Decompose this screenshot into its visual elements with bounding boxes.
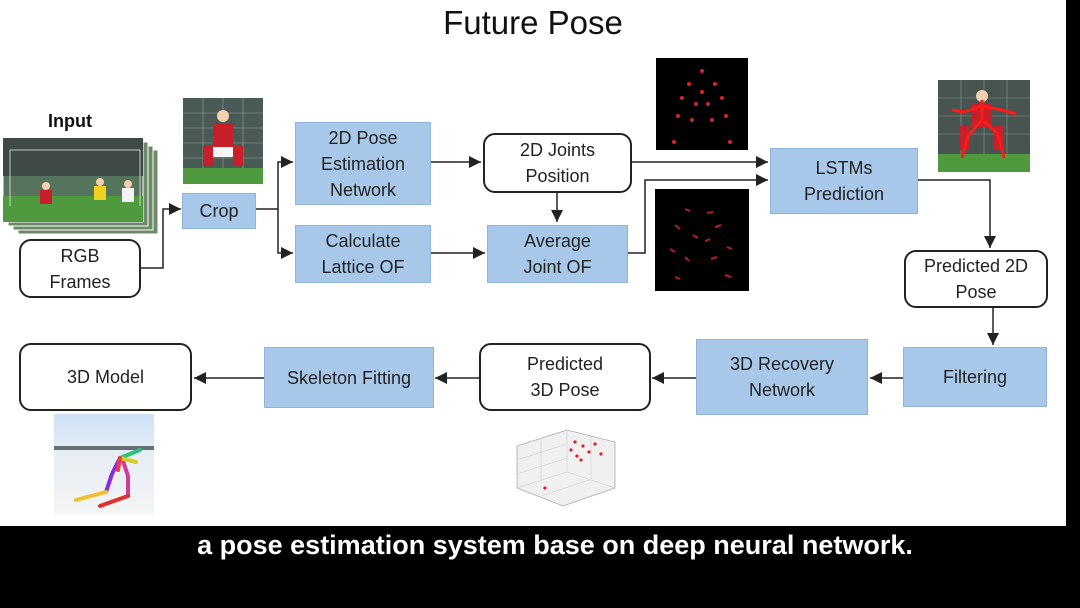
crop-node: Crop (182, 193, 256, 229)
right-edge-strip (1066, 0, 1080, 526)
joints-position-node: 2D Joints Position (483, 133, 632, 193)
arrow-crop-to-lattice (277, 209, 293, 259)
average-joint-of-node: Average Joint OF (487, 225, 628, 283)
pose-estimation-network-node: 2D Pose Estimation Network (295, 122, 431, 205)
filtering-node: Filtering (903, 347, 1047, 407)
optical-flow-image (655, 189, 749, 291)
connector-arrows (141, 156, 999, 384)
input-label: Input (48, 111, 92, 131)
cropped-player-image (183, 98, 263, 184)
predicted-2d-pose-node: Predicted 2D Pose (904, 250, 1048, 308)
3d-model-render-image (54, 414, 154, 514)
arrow-crop-to-pose-net (256, 156, 293, 210)
rgb-frames-node: RGB Frames (19, 239, 141, 298)
arrow-frames-to-crop (141, 203, 181, 269)
arrow-average-to-lstm (628, 174, 768, 254)
calculate-lattice-of-node: Calculate Lattice OF (295, 225, 431, 283)
predicted-3d-pose-node: Predicted 3D Pose (479, 343, 651, 411)
subtitle-caption: a pose estimation system base on deep ne… (197, 530, 913, 560)
slide-title: Future Pose (443, 4, 623, 41)
3d-recovery-network-node: 3D Recovery Network (696, 339, 868, 415)
slide: Future Pose Input (0, 0, 1080, 526)
joint-dots-image (656, 58, 748, 150)
skeleton-fitting-node: Skeleton Fitting (264, 347, 434, 408)
arrow-lstm-to-predicted-2d (918, 179, 996, 248)
video-frames-image (2, 137, 159, 235)
skeleton-overlay-image (938, 80, 1030, 172)
3d-scatter-plot-image (505, 416, 623, 516)
lstms-prediction-node: LSTMs Prediction (770, 148, 918, 214)
3d-model-node: 3D Model (19, 343, 192, 411)
